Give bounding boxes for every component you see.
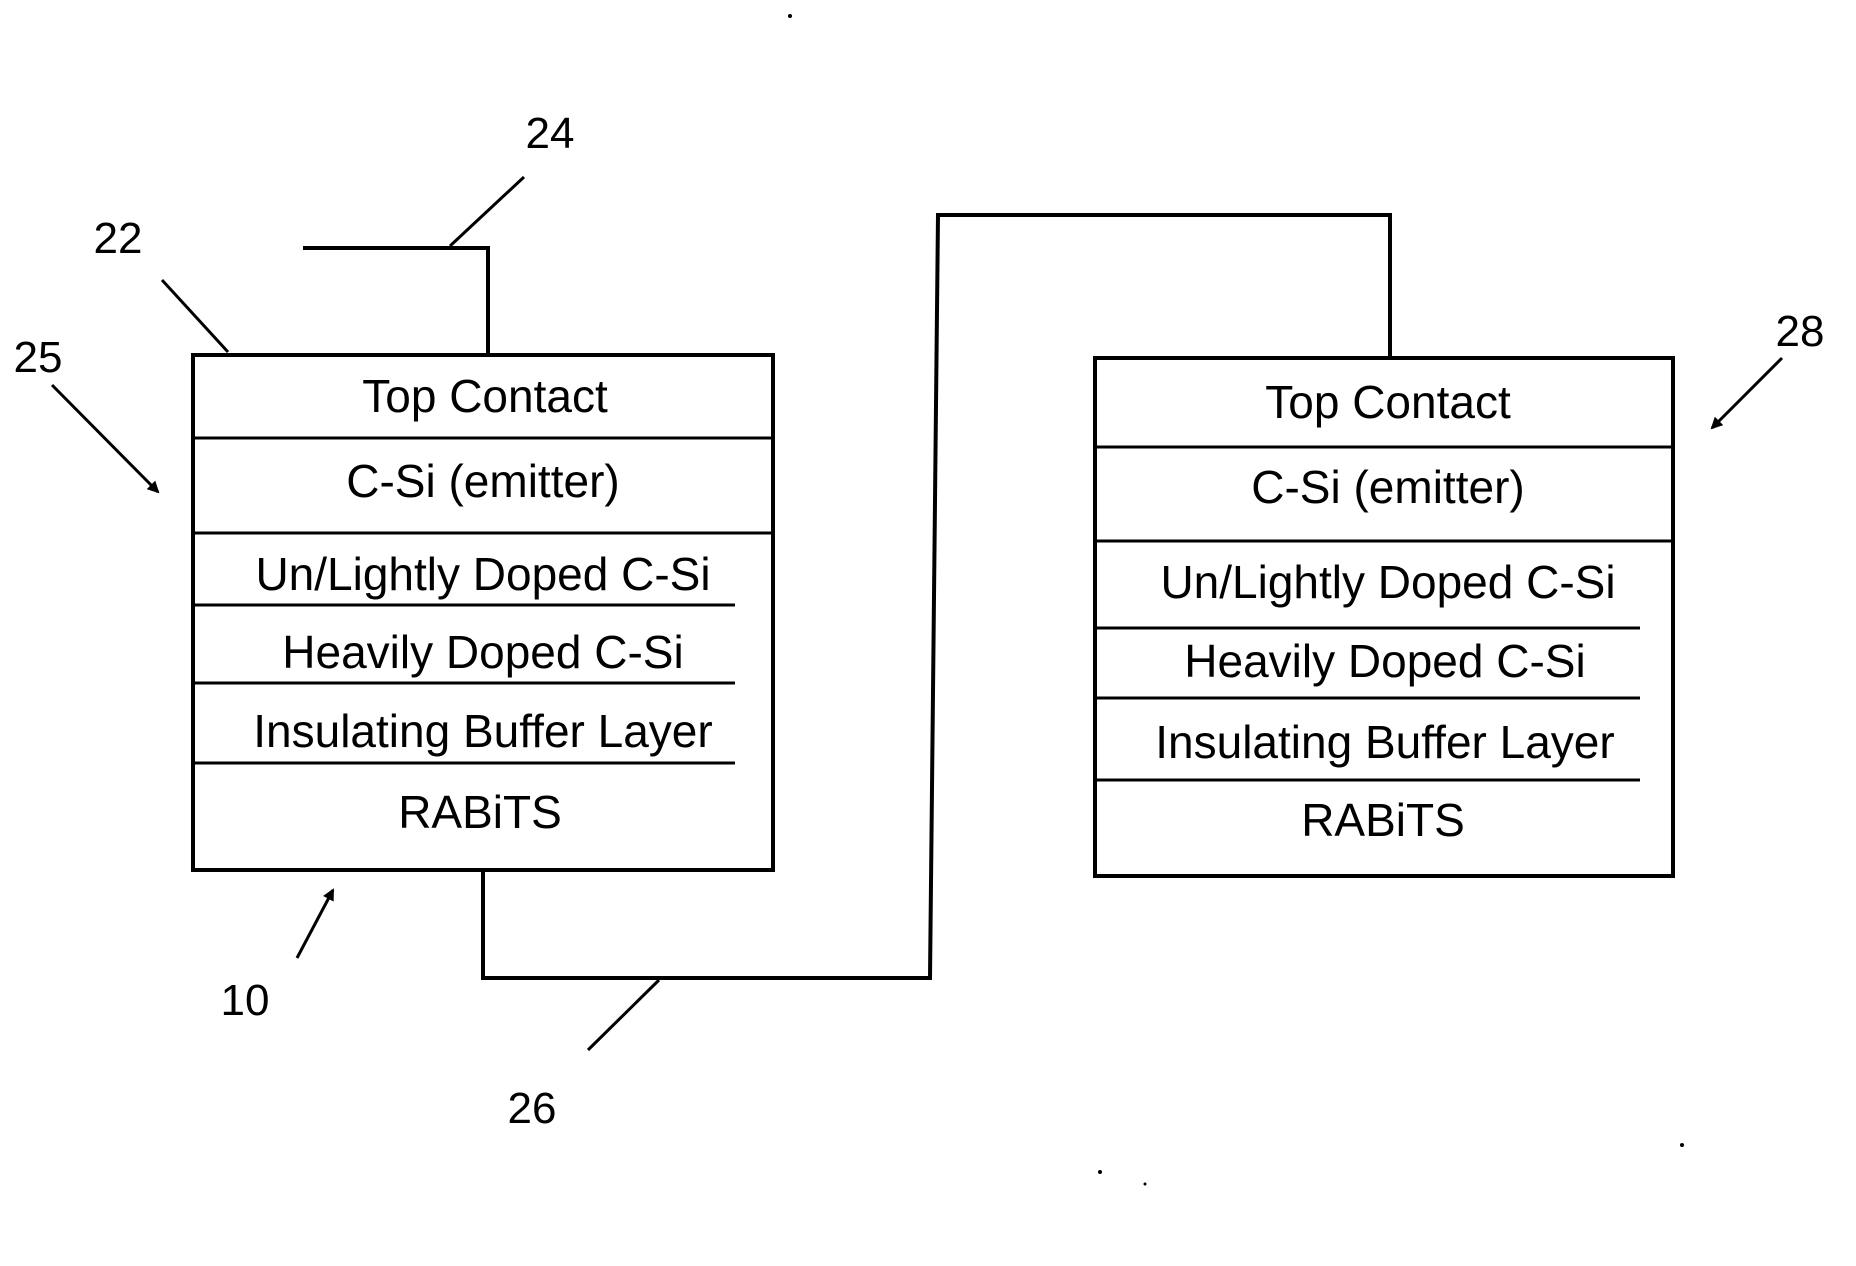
layer-label-lightly-doped: Un/Lightly Doped C-Si: [255, 548, 710, 600]
layer-label-top-contact: Top Contact: [362, 370, 608, 422]
ref-numeral-28: 28: [1776, 307, 1825, 356]
ref-numeral-22: 22: [94, 214, 143, 263]
scan-speck: [1680, 1143, 1684, 1147]
scan-speck: [788, 14, 792, 18]
ref-numeral-10: 10: [221, 976, 270, 1025]
layer-label-rabits: RABiTS: [1301, 794, 1465, 846]
scan-speck: [1144, 1183, 1147, 1186]
ref-numeral-25: 25: [14, 333, 63, 382]
layer-label-lightly-doped: Un/Lightly Doped C-Si: [1160, 556, 1615, 608]
leader-line-22: [162, 280, 228, 352]
arrow-25: [52, 385, 158, 492]
layer-label-heavily-doped: Heavily Doped C-Si: [1184, 635, 1585, 687]
leader-line-24: [450, 177, 524, 246]
layer-label-rabits: RABiTS: [398, 786, 562, 838]
arrow-10: [297, 890, 333, 958]
layer-label-heavily-doped: Heavily Doped C-Si: [282, 626, 683, 678]
device-stack-left: Top Contact C-Si (emitter) Un/Lightly Do…: [193, 355, 773, 870]
ref-numeral-26: 26: [508, 1084, 557, 1133]
layer-label-buffer: Insulating Buffer Layer: [253, 705, 712, 757]
arrow-28: [1712, 358, 1782, 428]
top-contact-lead-wire: [305, 248, 488, 355]
ref-numeral-24: 24: [526, 109, 575, 158]
device-stack-right: Top Contact C-Si (emitter) Un/Lightly Do…: [1095, 358, 1673, 876]
layer-label-top-contact: Top Contact: [1265, 376, 1511, 428]
scan-speck: [1098, 1170, 1102, 1174]
layer-label-emitter: C-Si (emitter): [1251, 461, 1524, 513]
layer-label-emitter: C-Si (emitter): [346, 455, 619, 507]
leader-line-26: [588, 980, 659, 1050]
layer-label-buffer: Insulating Buffer Layer: [1155, 716, 1614, 768]
